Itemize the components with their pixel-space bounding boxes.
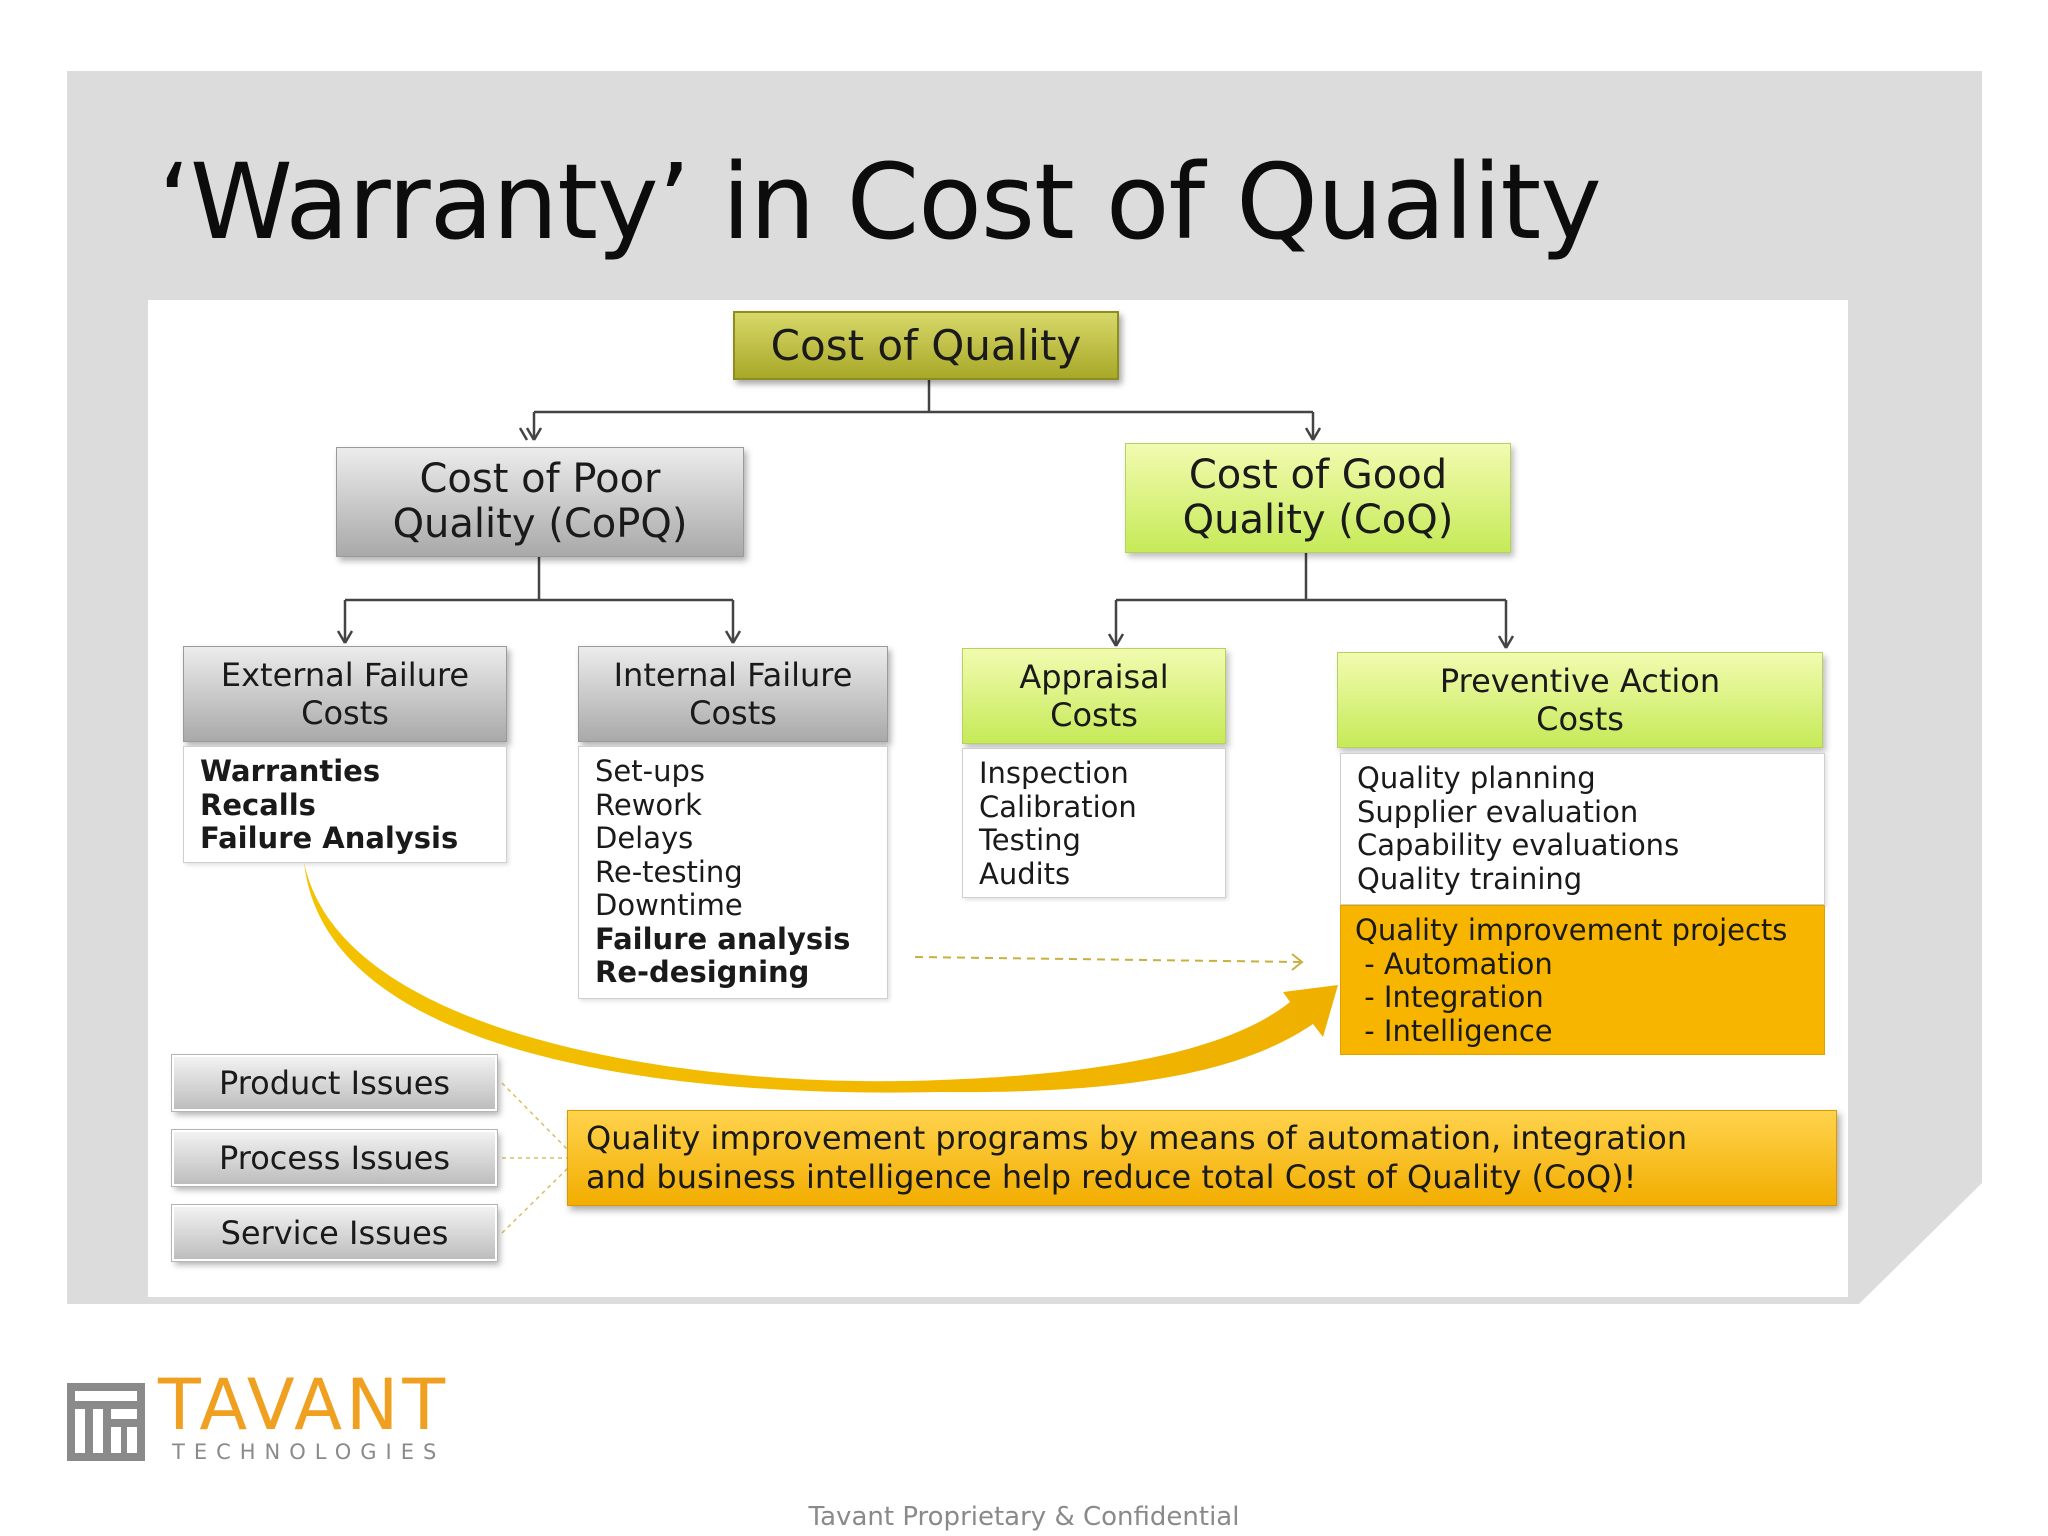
preventive-line1: Preventive Action: [1439, 661, 1721, 700]
appraisal-line2: Costs: [1050, 696, 1138, 734]
internal-failure-line2: Costs: [689, 694, 777, 732]
list-item: Failure Analysis: [200, 821, 459, 855]
appraisal-list: Inspection Calibration Testing Audits: [962, 748, 1226, 898]
list-item: Audits: [979, 856, 1071, 891]
list-item: Warranties: [200, 754, 381, 788]
list-item: Quality planning: [1357, 761, 1596, 795]
appraisal-box: Appraisal Costs: [962, 648, 1226, 744]
copq-line1: Cost of Poor: [419, 456, 661, 503]
list-item: Quality improvement projects: [1355, 913, 1788, 947]
list-item: Delays: [595, 821, 694, 855]
callout-line1: Quality improvement programs by means of…: [586, 1119, 1688, 1157]
list-item: Rework: [595, 787, 702, 822]
list-item: Recalls: [200, 787, 316, 822]
cost-of-quality-box: Cost of Quality: [733, 311, 1119, 380]
list-item: Re-designing: [595, 955, 810, 989]
external-failure-list: Warranties Recalls Failure Analysis: [183, 746, 507, 863]
list-item: - Integration: [1355, 980, 1544, 1014]
appraisal-line1: Appraisal: [1019, 657, 1169, 696]
internal-failure-list: Set-ups Rework Delays Re-testing Downtim…: [578, 746, 888, 999]
preventive-box: Preventive Action Costs: [1337, 652, 1823, 748]
product-issues-label: Product Issues: [218, 1064, 451, 1102]
preventive-line2: Costs: [1536, 700, 1624, 738]
internal-failure-box: Internal Failure Costs: [578, 646, 888, 742]
list-item: Supplier evaluation: [1357, 794, 1639, 829]
list-item: Capability evaluations: [1357, 828, 1680, 862]
callout-line2: and business intelligence help reduce to…: [586, 1158, 1637, 1196]
cogq-line2: Quality (CoQ): [1182, 497, 1454, 543]
list-item: Quality training: [1357, 861, 1583, 896]
external-failure-line2: Costs: [301, 694, 389, 732]
tavant-logo-name: TAVANT: [158, 1364, 450, 1446]
service-issues-box: Service Issues: [171, 1204, 498, 1262]
list-item: Downtime: [595, 888, 743, 922]
slide-title: ‘Warranty’ in Cost of Quality: [158, 141, 1602, 263]
tavant-logo-icon: [67, 1383, 145, 1461]
tavant-logo-sub: TECHNOLOGIES: [172, 1440, 446, 1464]
quality-improvement-projects: Quality improvement projects - Automatio…: [1340, 905, 1825, 1055]
list-item: Testing: [979, 823, 1081, 857]
external-failure-line1: External Failure: [220, 655, 470, 694]
list-item: Calibration: [979, 789, 1137, 824]
cost-of-quality-label: Cost of Quality: [770, 321, 1082, 370]
list-item: Inspection: [979, 756, 1129, 790]
service-issues-label: Service Issues: [220, 1214, 449, 1252]
cogq-line1: Cost of Good: [1188, 452, 1448, 499]
copq-box: Cost of Poor Quality (CoPQ): [336, 447, 744, 557]
callout-box: Quality improvement programs by means of…: [567, 1110, 1837, 1206]
footer-text: Tavant Proprietary & Confidential: [808, 1502, 1240, 1532]
process-issues-box: Process Issues: [171, 1129, 498, 1187]
external-failure-box: External Failure Costs: [183, 646, 507, 742]
copq-line2: Quality (CoPQ): [392, 501, 688, 547]
process-issues-label: Process Issues: [219, 1139, 450, 1177]
internal-failure-line1: Internal Failure: [613, 655, 853, 694]
list-item: Re-testing: [595, 854, 743, 889]
list-item: - Automation: [1355, 946, 1553, 981]
list-item: - Intelligence: [1355, 1013, 1553, 1048]
product-issues-box: Product Issues: [171, 1054, 498, 1112]
list-item: Set-ups: [595, 754, 705, 788]
list-item: Failure analysis: [595, 921, 851, 956]
preventive-list: Quality planning Supplier evaluation Cap…: [1340, 753, 1825, 905]
cogq-box: Cost of Good Quality (CoQ): [1125, 443, 1511, 553]
